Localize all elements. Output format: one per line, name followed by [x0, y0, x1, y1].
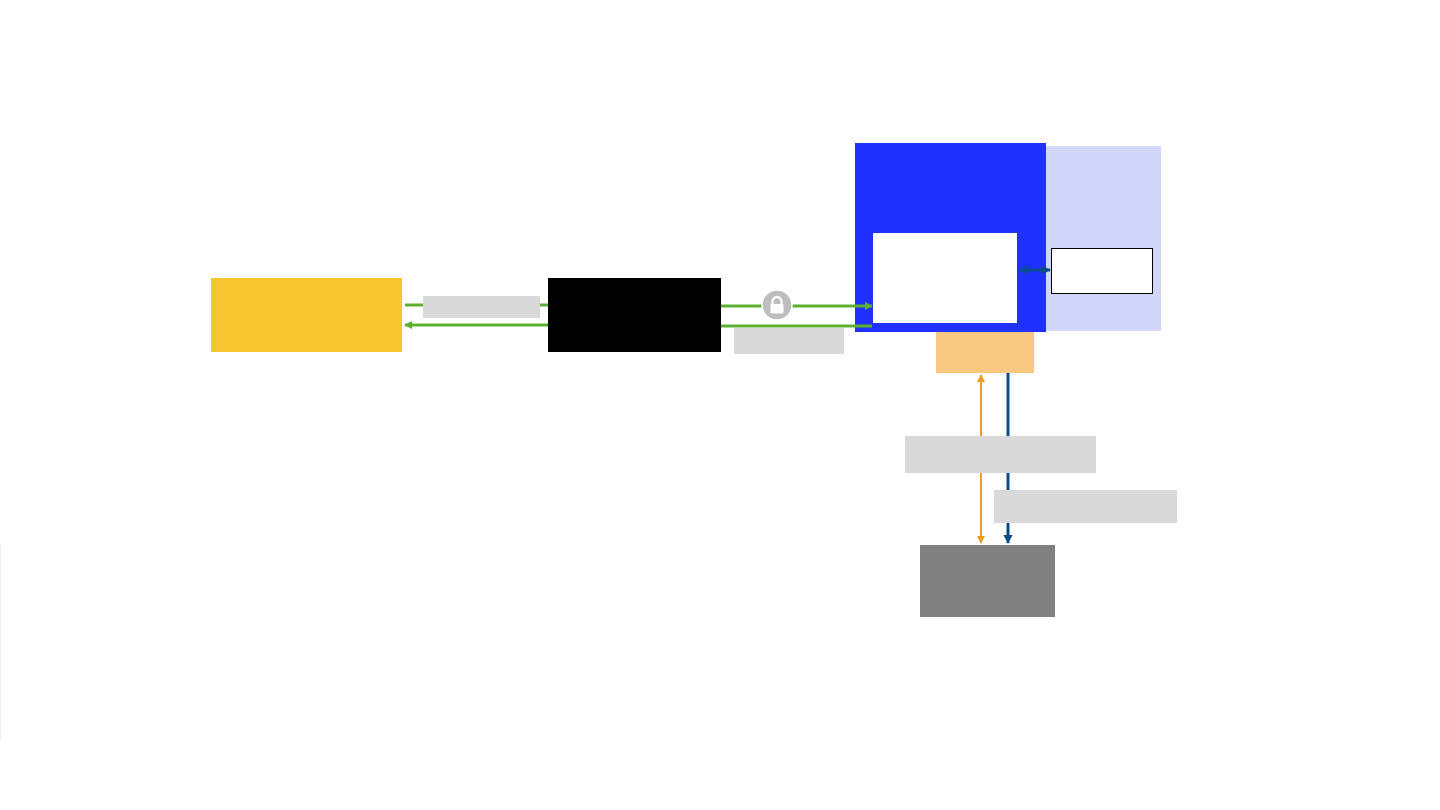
lavender-node	[1046, 146, 1161, 331]
black-node	[548, 278, 721, 352]
white-inner-node	[873, 233, 1017, 323]
label-box-orange-arrow	[905, 436, 1096, 473]
gray-node	[920, 545, 1055, 617]
outlined-node	[1051, 248, 1153, 294]
lock-icon	[761, 289, 793, 321]
label-box-lower-middle	[734, 328, 844, 354]
yellow-node	[211, 278, 402, 352]
label-box-blue-arrow	[994, 490, 1177, 523]
orange-node	[936, 332, 1034, 373]
label-box-upper-left	[423, 296, 540, 318]
page-edge-line	[0, 545, 1, 740]
